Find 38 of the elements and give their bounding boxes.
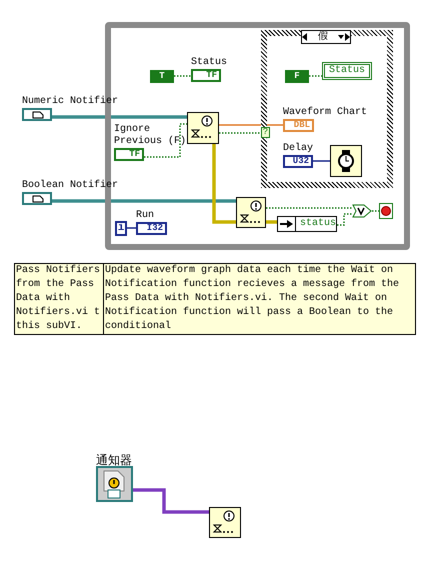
terminal: TF (114, 148, 144, 161)
wire (133, 488, 209, 514)
case-value: 假 (318, 31, 328, 43)
terminal-label: Boolean Notifier (22, 180, 120, 192)
unbundle-node (277, 216, 337, 232)
terminal-label: Status (191, 57, 228, 69)
terminal-label: Delay (283, 143, 314, 155)
terminal-label: Ignore Previous (F) (114, 124, 188, 148)
wire (266, 220, 277, 224)
wire (52, 199, 236, 203)
wire (372, 210, 379, 212)
wire (309, 75, 322, 77)
terminal-label: Run (136, 210, 156, 222)
table-cell: Pass Notifiers from the Pass Data with Notifiers.vi t this subVI. (14, 264, 104, 334)
field-name: status (294, 217, 336, 231)
wire (212, 144, 236, 224)
wire (174, 75, 191, 77)
terminal-label: 通知器 (96, 454, 133, 466)
wire (219, 124, 283, 126)
wire (52, 115, 187, 119)
wire (144, 123, 187, 158)
table-cell: Update waveform graph data each time the Wait on Notification function recieves a message from the Pass Data with Notifiers.vi. The second Wait on Notification function will pass a Boolean to the conditional (104, 264, 416, 334)
wire (127, 227, 136, 229)
terminal: U32 (283, 155, 313, 168)
wire (337, 213, 352, 226)
wire (266, 207, 352, 209)
terminal: TF (191, 69, 221, 82)
case-selector-terminal: ? (261, 127, 270, 138)
terminal-label: Waveform Chart (283, 107, 368, 119)
wire (313, 160, 330, 162)
local-variable: Status (322, 62, 372, 80)
case-structure-frame (261, 30, 393, 188)
terminal-label: Numeric Notifier (22, 96, 120, 108)
wire (219, 132, 261, 134)
boolean-constant: T (150, 70, 174, 83)
boolean-constant: F (285, 70, 309, 83)
terminal: I32 (136, 222, 167, 235)
terminal: DBL (283, 119, 314, 132)
